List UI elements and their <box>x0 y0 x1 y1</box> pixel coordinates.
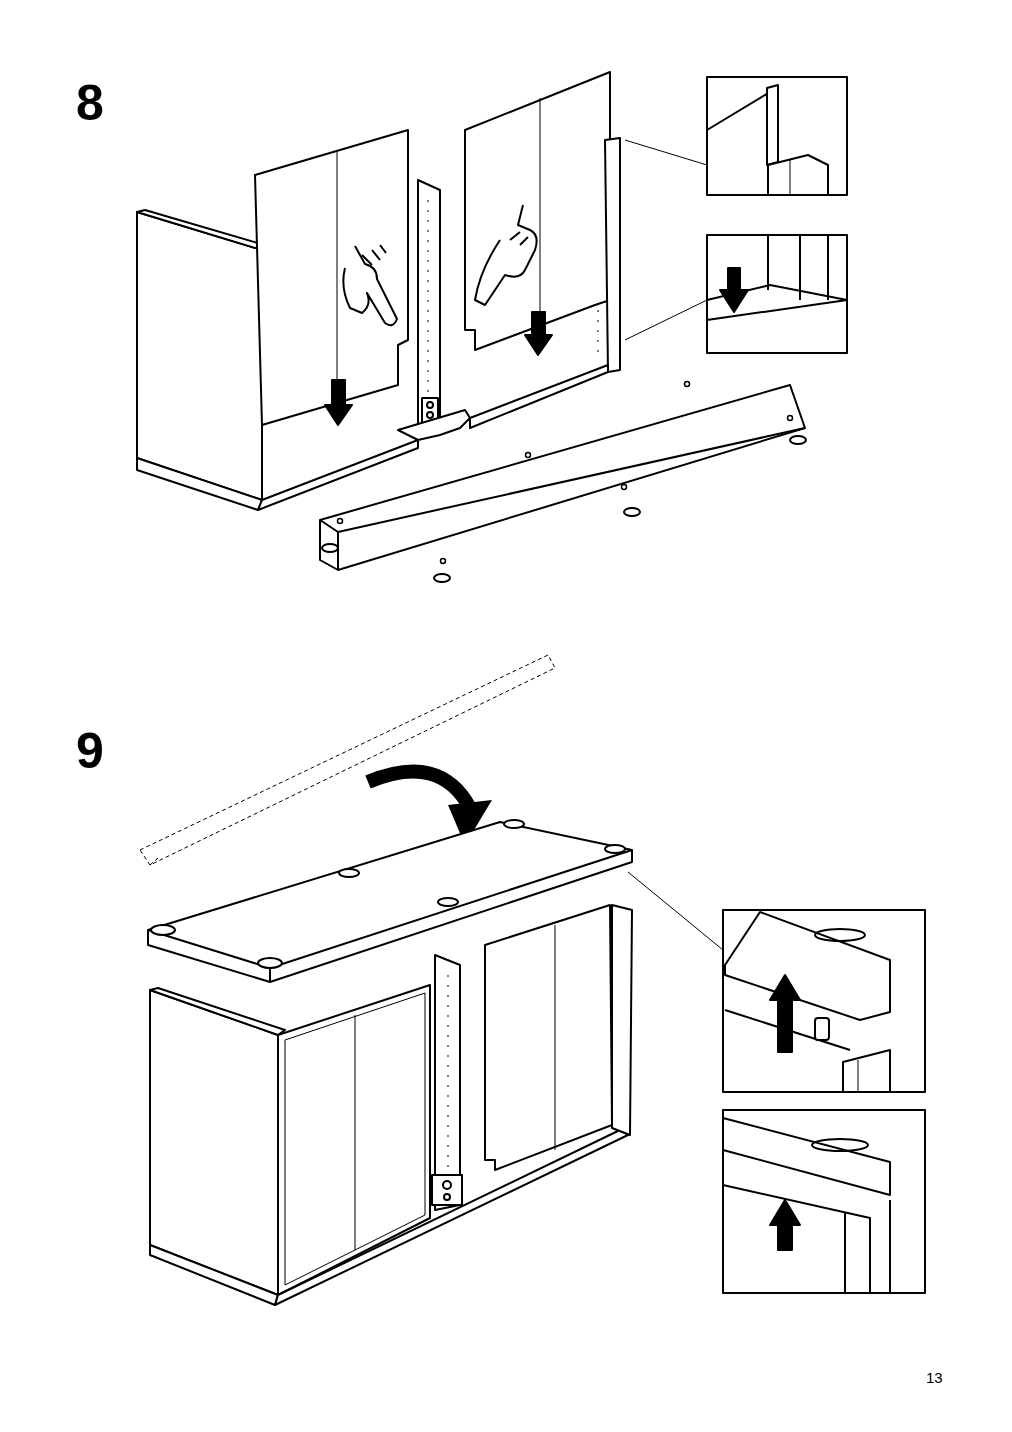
step-9-figure <box>140 655 925 1305</box>
step-number: 8 <box>76 78 104 128</box>
step-number: 9 <box>76 726 104 776</box>
page-number: 13 <box>926 1370 943 1385</box>
step-8-figure <box>137 72 847 582</box>
